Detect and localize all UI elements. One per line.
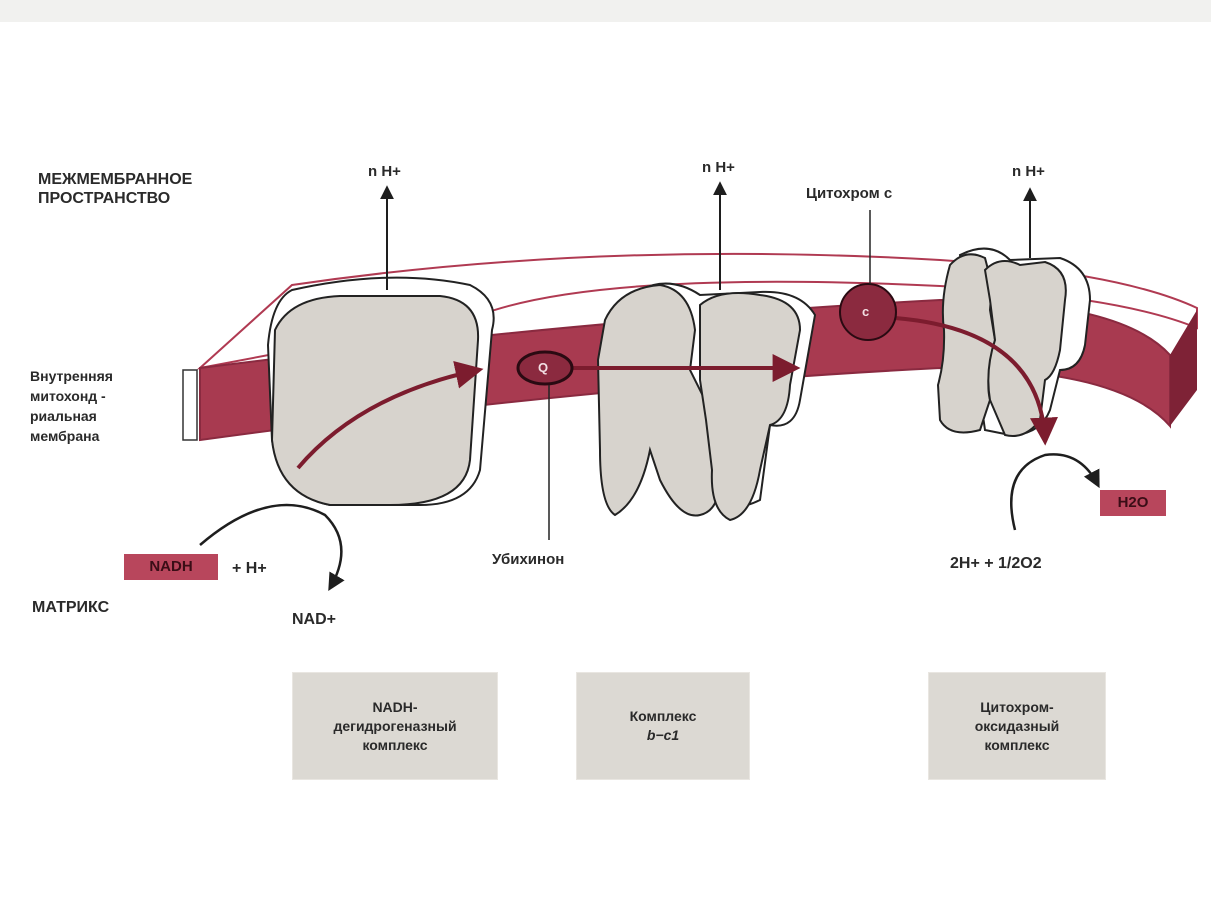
nadh-caption-line-2: дегидрогеназный [333,717,456,736]
matrix-label: МАТРИКС [32,598,109,617]
intermembrane-space-label: МЕЖМЕМБРАННОЕ ПРОСТРАНСТВО [38,170,192,208]
cytochrome-oxidase-caption: Цитохром- оксидазный комплекс [928,672,1106,780]
nadh-caption-line-3: комплекс [362,736,427,755]
membrane-bracket [183,370,197,440]
cytochrome-oxidase-protein [938,249,1090,436]
oxidase-caption-line-3: комплекс [984,736,1049,755]
nadh-tag: NADH [124,554,218,580]
cytochrome-c-mark: c [862,302,869,321]
nad-plus-label: NAD+ [292,610,336,629]
inner-membrane-label: Внутренняя митохонд - риальная мембрана [30,366,113,446]
bc1-caption-line-1: Комплекс [630,707,697,726]
oxidase-caption-line-1: Цитохром- [980,698,1053,717]
bc1-complex-protein [598,284,815,520]
oxidase-caption-line-2: оксидазный [975,717,1060,736]
ubiquinone-mark: Q [538,358,548,377]
bc1-caption-line-2: b−c1 [647,726,679,745]
proton-label-3: n H+ [1012,162,1045,181]
ubiquinone-label: Убихинон [492,550,564,569]
oxygen-to-water-arrow [1011,454,1098,530]
intermembrane-space-line-2: ПРОСТРАНСТВО [38,189,192,208]
cytochrome-c-label: Цитохром c [806,184,892,203]
plus-h-label: + H+ [232,559,267,578]
intermembrane-space-line-1: МЕЖМЕМБРАННОЕ [38,170,192,189]
water-tag: H2O [1100,490,1166,516]
nadh-to-nad-arrow [200,505,341,588]
membrane-right-face [1170,310,1197,426]
nadh-caption-line-1: NADH- [372,698,417,717]
inner-membrane-line-4: мембрана [30,426,113,446]
proton-label-2: n H+ [702,158,735,177]
bc1-complex-caption: Комплекс b−c1 [576,672,750,780]
inner-membrane-line-1: Внутренняя [30,366,113,386]
nadh-complex-caption: NADH- дегидрогеназный комплекс [292,672,498,780]
inner-membrane-line-2: митохонд - [30,386,113,406]
oxygen-reaction-label: 2H+ + 1/2O2 [950,554,1042,573]
proton-label-1: n H+ [368,162,401,181]
inner-membrane-line-3: риальная [30,406,113,426]
nadh-dehydrogenase-protein [268,278,494,505]
